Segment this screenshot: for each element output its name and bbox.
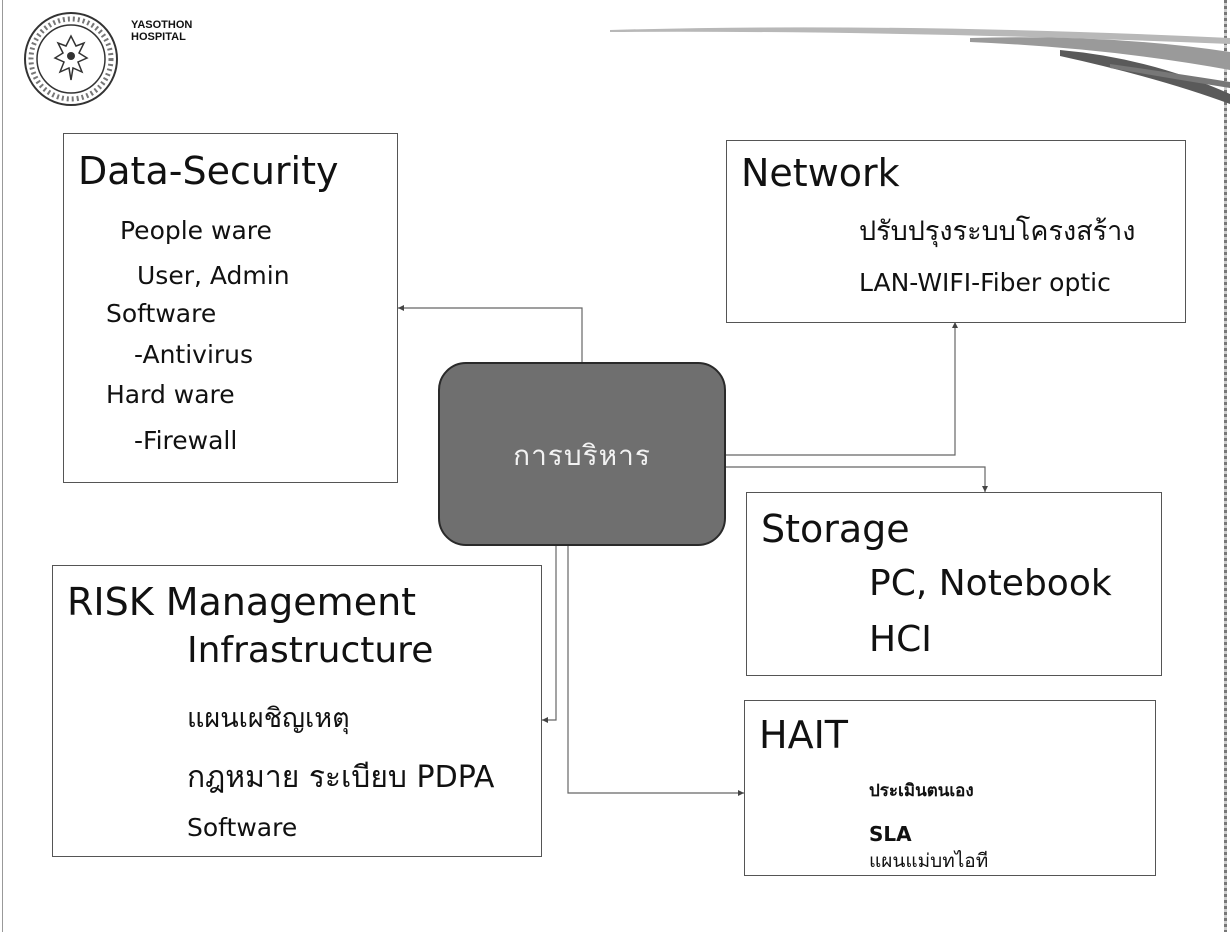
data-security-item: Software: [106, 299, 217, 328]
data-security-box: Data-Security People ware User, Admin So…: [63, 133, 398, 483]
arrowhead-data-security: [398, 305, 404, 311]
data-security-item: Hard ware: [106, 380, 235, 409]
risk-item: Software: [187, 813, 298, 842]
arrowhead-risk: [542, 717, 548, 723]
data-security-item: User, Admin: [137, 261, 290, 290]
connector-to-risk: [542, 546, 557, 721]
management-label: การบริหาร: [513, 439, 651, 472]
network-title: Network: [741, 151, 900, 195]
storage-title: Storage: [761, 507, 910, 551]
connector-to-storage: [726, 466, 986, 492]
hait-box: HAIT ประเมินตนเอง SLA แผนแม่บทไอที: [744, 700, 1156, 876]
data-security-title: Data-Security: [78, 149, 339, 193]
header-swoosh-decoration: [610, 27, 1230, 104]
connector-to-data-security: [398, 307, 583, 362]
data-security-item: People ware: [120, 216, 272, 245]
data-security-item: -Antivirus: [134, 340, 254, 369]
data-security-item: -Firewall: [134, 426, 238, 455]
network-box: Network ปรับปรุงระบบโครงสร้าง LAN-WIFI-F…: [726, 140, 1186, 323]
storage-box: Storage PC, Notebook HCI: [746, 492, 1162, 676]
connector-to-hait: [567, 546, 744, 794]
page-edge-left: [2, 0, 3, 932]
risk-item: Infrastructure: [187, 630, 434, 671]
management-node: การบริหาร: [438, 362, 726, 546]
hait-item: ประเมินตนเอง: [869, 781, 974, 801]
network-item: LAN-WIFI-Fiber optic: [859, 268, 1111, 297]
risk-management-box: RISK Management Infrastructure แผนเผชิญเ…: [52, 565, 542, 857]
risk-item: แผนเผชิญเหตุ: [187, 703, 350, 734]
connector-to-network: [726, 322, 956, 456]
hait-item: แผนแม่บทไอที: [869, 850, 989, 872]
hospital-name: YASOTHON HOSPITAL: [131, 19, 193, 43]
risk-management-title: RISK Management: [67, 580, 417, 624]
storage-item: HCI: [869, 619, 932, 660]
hait-title: HAIT: [759, 713, 848, 757]
risk-item: กฎหมาย ระเบียบ PDPA: [187, 760, 495, 795]
hospital-seal-icon: [24, 12, 118, 106]
page-edge-right: [1224, 0, 1227, 932]
network-item: ปรับปรุงระบบโครงสร้าง: [859, 216, 1136, 247]
hait-item: SLA: [869, 822, 912, 846]
storage-item: PC, Notebook: [869, 563, 1112, 604]
